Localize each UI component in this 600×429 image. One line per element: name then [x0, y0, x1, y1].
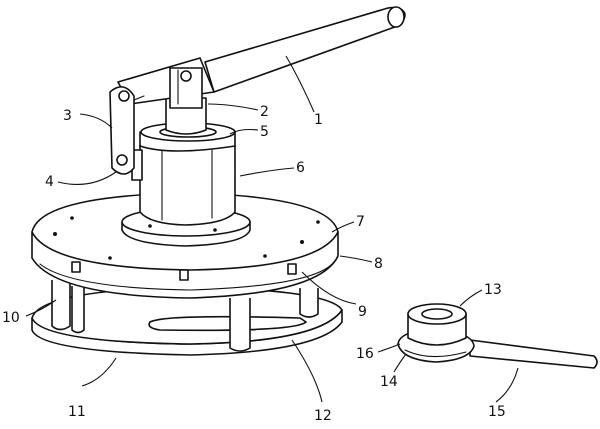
callout-7: 7: [356, 214, 365, 230]
main-plate: [31, 192, 339, 299]
callout-4: 4: [45, 174, 54, 190]
callout-14: 14: [380, 374, 398, 390]
callout-2: 2: [260, 104, 269, 120]
callout-16: 16: [356, 346, 374, 362]
callout-15: 15: [488, 404, 506, 420]
clevis-fork: [169, 67, 203, 109]
callout-3: 3: [63, 108, 72, 124]
callout-9: 9: [358, 304, 367, 320]
callout-1: 1: [314, 112, 323, 128]
nut-13: [407, 303, 467, 346]
leader-lines: [25, 55, 519, 403]
callout-13: 13: [484, 282, 502, 298]
callout-8: 8: [374, 256, 383, 272]
wrench-handle: [469, 339, 598, 369]
bottom-plate: [31, 286, 343, 356]
callout-labels: 1 2 3 4 5 6 7 8 9 10 11 12 13 14 15 16: [2, 104, 506, 424]
handle-lever: [117, 6, 406, 105]
callout-5: 5: [260, 124, 269, 140]
link-plates: [109, 86, 145, 175]
support-columns: [51, 280, 319, 352]
callout-12: 12: [314, 408, 332, 424]
main-body: [131, 144, 236, 226]
callout-11: 11: [68, 404, 86, 420]
callout-6: 6: [296, 160, 305, 176]
callout-10: 10: [2, 310, 20, 326]
